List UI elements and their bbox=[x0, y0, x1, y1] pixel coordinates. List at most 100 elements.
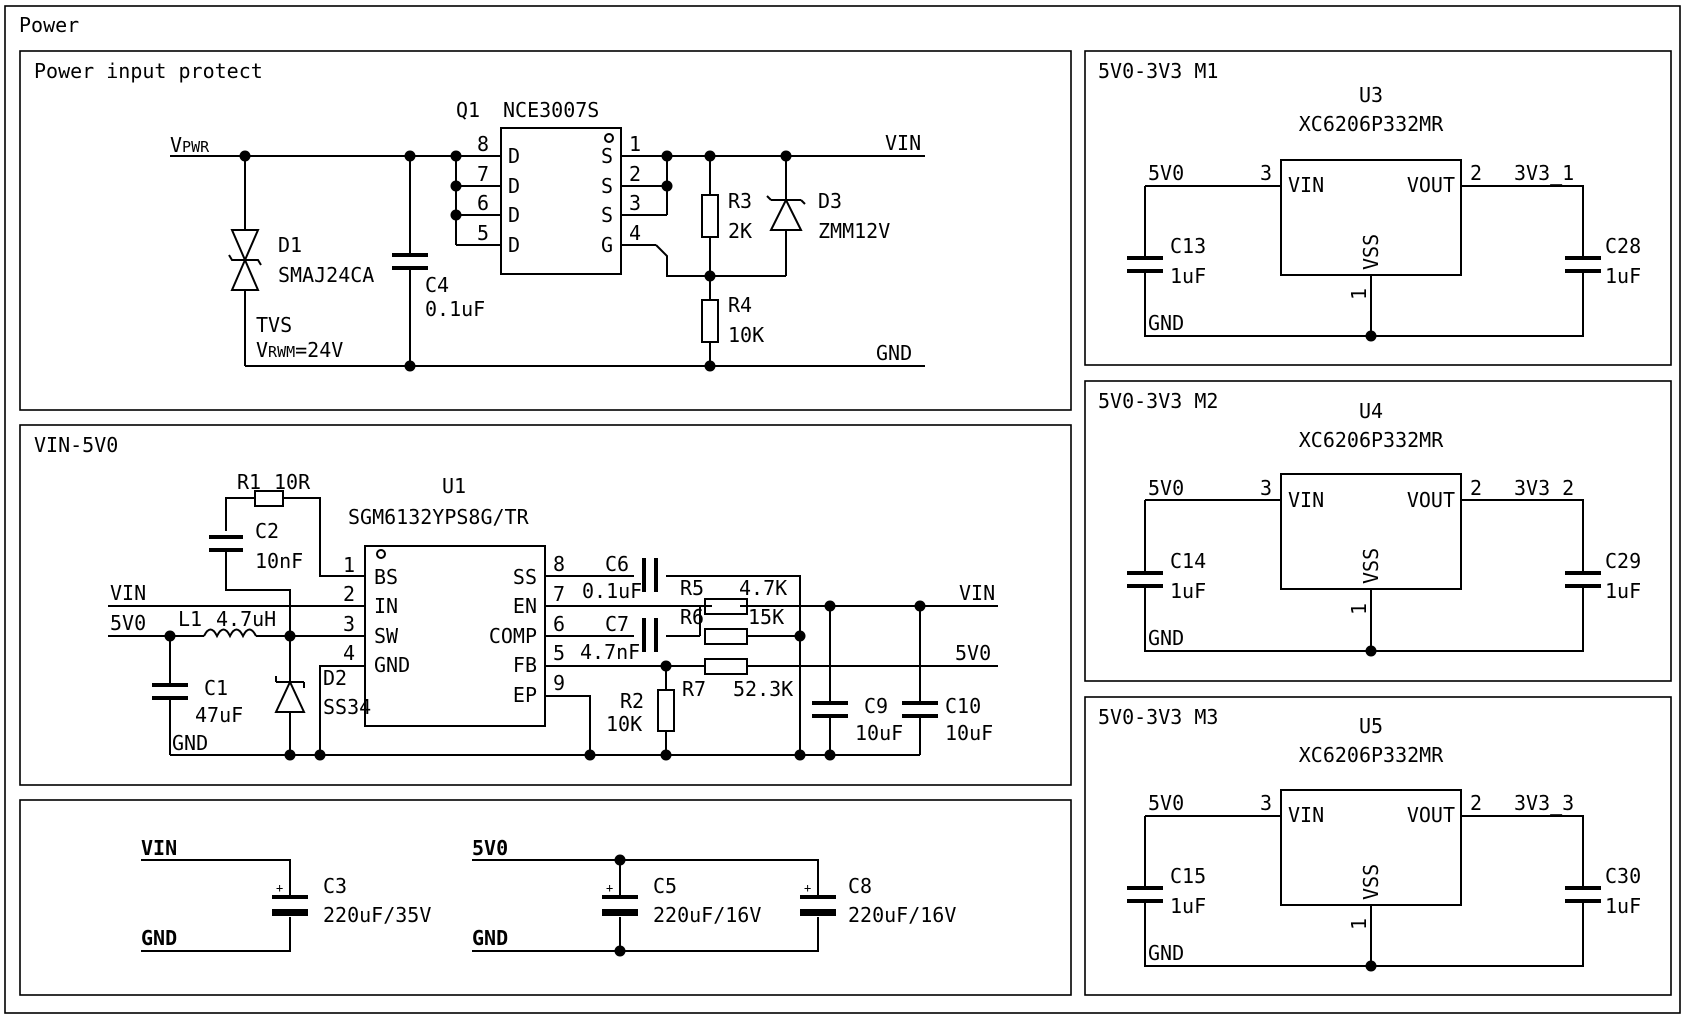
section-protect-title: Power input protect bbox=[34, 59, 263, 83]
u5-in-net: 5V0 bbox=[1148, 791, 1184, 815]
section-ldo1-title: 5V0-3V3 M1 bbox=[1098, 59, 1218, 83]
q1-value: NCE3007S bbox=[503, 98, 599, 122]
u1-pin6-name: COMP bbox=[489, 624, 537, 648]
r5-r6-link bbox=[699, 605, 752, 636]
r7-value: 52.3K bbox=[733, 677, 793, 701]
u3-ref: U3 bbox=[1359, 83, 1383, 107]
gnd-label: GND bbox=[876, 341, 912, 365]
q1-pin7-name: D bbox=[508, 174, 520, 198]
buck-junctions bbox=[164, 600, 926, 761]
l1-value: 4.7uH bbox=[216, 607, 276, 631]
bulk-capacitors: VIN GND + C3 220uF/35V 5V0 GND + C5 220u… bbox=[141, 836, 956, 957]
section-ldo2-title: 5V0-3V3 M2 bbox=[1098, 389, 1218, 413]
u1-pin8-num: 8 bbox=[553, 552, 565, 576]
section-protect-frame bbox=[19, 50, 1072, 411]
section-buck-frame bbox=[19, 424, 1072, 786]
u1-pin3-name: SW bbox=[374, 624, 399, 648]
u3-gnd-net: GND bbox=[1148, 311, 1184, 335]
tvs-diode-d1 bbox=[228, 156, 262, 366]
resistor-r4 bbox=[701, 299, 719, 343]
r5-ref: R5 bbox=[680, 576, 704, 600]
u5-out-net: 3V3_3 bbox=[1514, 791, 1574, 815]
capacitor-c2 bbox=[209, 535, 291, 636]
vpwr-label: VPWR bbox=[170, 133, 210, 157]
q1-pin2-name: S bbox=[601, 174, 613, 198]
c2-ref: C2 bbox=[255, 519, 279, 543]
c4-value: 0.1uF bbox=[425, 297, 485, 321]
c1-value: 47uF bbox=[195, 703, 243, 727]
d3-ref: D3 bbox=[818, 189, 842, 213]
q1-pin3-name: S bbox=[601, 203, 613, 227]
ldo-block-u4: U4 XC6206P332MR VIN VOUT VSS 3 2 1 5V0 3… bbox=[1127, 399, 1641, 657]
d2-ref: D2 bbox=[323, 666, 347, 690]
c9-value: 10uF bbox=[855, 721, 903, 745]
buck-gnd-label: GND bbox=[172, 731, 208, 755]
c4-ref: C4 bbox=[425, 273, 449, 297]
d1-note-vrwm: VRWM=24V bbox=[256, 338, 343, 362]
r3-value: 2K bbox=[728, 219, 752, 243]
q1-pin2-num: 2 bbox=[629, 162, 641, 186]
r3-ref: R3 bbox=[728, 189, 752, 213]
buck-circuit: U1 SGM6132YPS8G/TR 1 2 3 4 BS IN SW GND … bbox=[108, 470, 998, 761]
r4-ref: R4 bbox=[728, 293, 752, 317]
c14-ref: C14 bbox=[1170, 549, 1206, 573]
u1-pin2-num: 2 bbox=[343, 582, 355, 606]
bulk-vin-wire bbox=[141, 859, 291, 952]
u1-pin8-name: SS bbox=[513, 565, 537, 589]
sheet-border bbox=[4, 5, 1681, 1014]
u3-out-net: 3V3_1 bbox=[1514, 161, 1574, 185]
vin-label: VIN bbox=[885, 131, 921, 155]
u1-pin3-num: 3 bbox=[343, 612, 355, 636]
u5-ref: U5 bbox=[1359, 714, 1383, 738]
u3-vout-name: VOUT bbox=[1407, 173, 1455, 197]
u5-pin-out: 2 bbox=[1470, 791, 1482, 815]
sheet-title: Power bbox=[19, 13, 79, 37]
u4-out-net: 3V3_2 bbox=[1514, 476, 1574, 500]
q1-right-pins bbox=[621, 155, 668, 246]
protect-circuit: VPWR VIN GND D1 SMAJ24CA TVS VRWM=24V C4… bbox=[170, 98, 925, 372]
capacitor-c8: + bbox=[800, 881, 836, 916]
r5-value: 4.7K bbox=[739, 576, 787, 600]
u1-pin5-name: FB bbox=[513, 653, 537, 677]
q1-ref: Q1 bbox=[456, 98, 480, 122]
q1-pin1-marker bbox=[604, 133, 614, 143]
c6-value: 0.1uF bbox=[582, 579, 642, 603]
capacitor-c1 bbox=[152, 636, 188, 755]
bulk-5v0-label: 5V0 bbox=[472, 836, 508, 860]
q1-pin8-name: D bbox=[508, 144, 520, 168]
q1-left-pins bbox=[455, 155, 501, 246]
u4-vin-name: VIN bbox=[1288, 488, 1324, 512]
q1-pin6-name: D bbox=[508, 203, 520, 227]
q1-body bbox=[500, 127, 622, 275]
c8-value: 220uF/16V bbox=[848, 903, 956, 927]
r4-value: 10K bbox=[728, 323, 764, 347]
u1-pin6-num: 6 bbox=[553, 612, 565, 636]
c3-value: 220uF/35V bbox=[323, 903, 431, 927]
u3-value: XC6206P332MR bbox=[1299, 112, 1444, 136]
c30-ref: C30 bbox=[1605, 864, 1641, 888]
u3-pin-in: 3 bbox=[1260, 161, 1272, 185]
c10-value: 10uF bbox=[945, 721, 993, 745]
zener-diode-d3 bbox=[766, 156, 806, 276]
capacitor-c6 bbox=[642, 558, 658, 592]
c5-ref: C5 bbox=[653, 874, 677, 898]
u4-ref: U4 bbox=[1359, 399, 1383, 423]
u1-pin1-name: BS bbox=[374, 565, 398, 589]
capacitor-c9 bbox=[812, 606, 848, 755]
u1-pin1-wire bbox=[283, 497, 365, 577]
c14-value: 1uF bbox=[1170, 579, 1206, 603]
c28-value: 1uF bbox=[1605, 264, 1641, 288]
u3-pin-out: 2 bbox=[1470, 161, 1482, 185]
q1-pin5-num: 5 bbox=[477, 221, 489, 245]
u1-pin4-wire bbox=[319, 665, 365, 755]
bulk-5v0-wire bbox=[472, 859, 819, 952]
c3-ref: C3 bbox=[323, 874, 347, 898]
buck-5v0-left-label: 5V0 bbox=[110, 611, 146, 635]
bulk-junction-top bbox=[614, 854, 626, 866]
u5-vout-name: VOUT bbox=[1407, 803, 1455, 827]
u4-pin-out: 2 bbox=[1470, 476, 1482, 500]
c5-value: 220uF/16V bbox=[653, 903, 761, 927]
u1-pin9-wire bbox=[545, 695, 591, 755]
r2-ref: R2 bbox=[620, 689, 644, 713]
u5-vin-name: VIN bbox=[1288, 803, 1324, 827]
